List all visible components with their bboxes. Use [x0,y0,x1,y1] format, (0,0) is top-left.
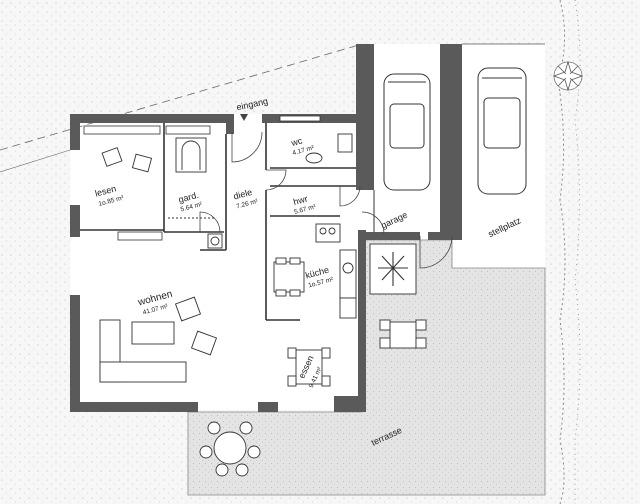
property-line [0,43,363,151]
room-label-wc: wc [289,135,304,148]
room-labels: eingang lesen 1o.85 m² gard. 5.64 m² die… [94,96,523,448]
room-label-diele: diele [232,187,253,202]
interior-partitions [80,123,356,321]
windows [83,115,321,241]
furniture [99,133,427,477]
car-garage-icon [383,73,431,191]
room-label-hwr: hwr [292,194,309,207]
fence-line [0,149,71,173]
door-swings [199,131,453,269]
car-carport-icon [477,67,527,195]
entrance-arrow-icon [240,114,248,121]
planter-tree-symbol [369,243,417,295]
tree-symbol [552,60,584,92]
